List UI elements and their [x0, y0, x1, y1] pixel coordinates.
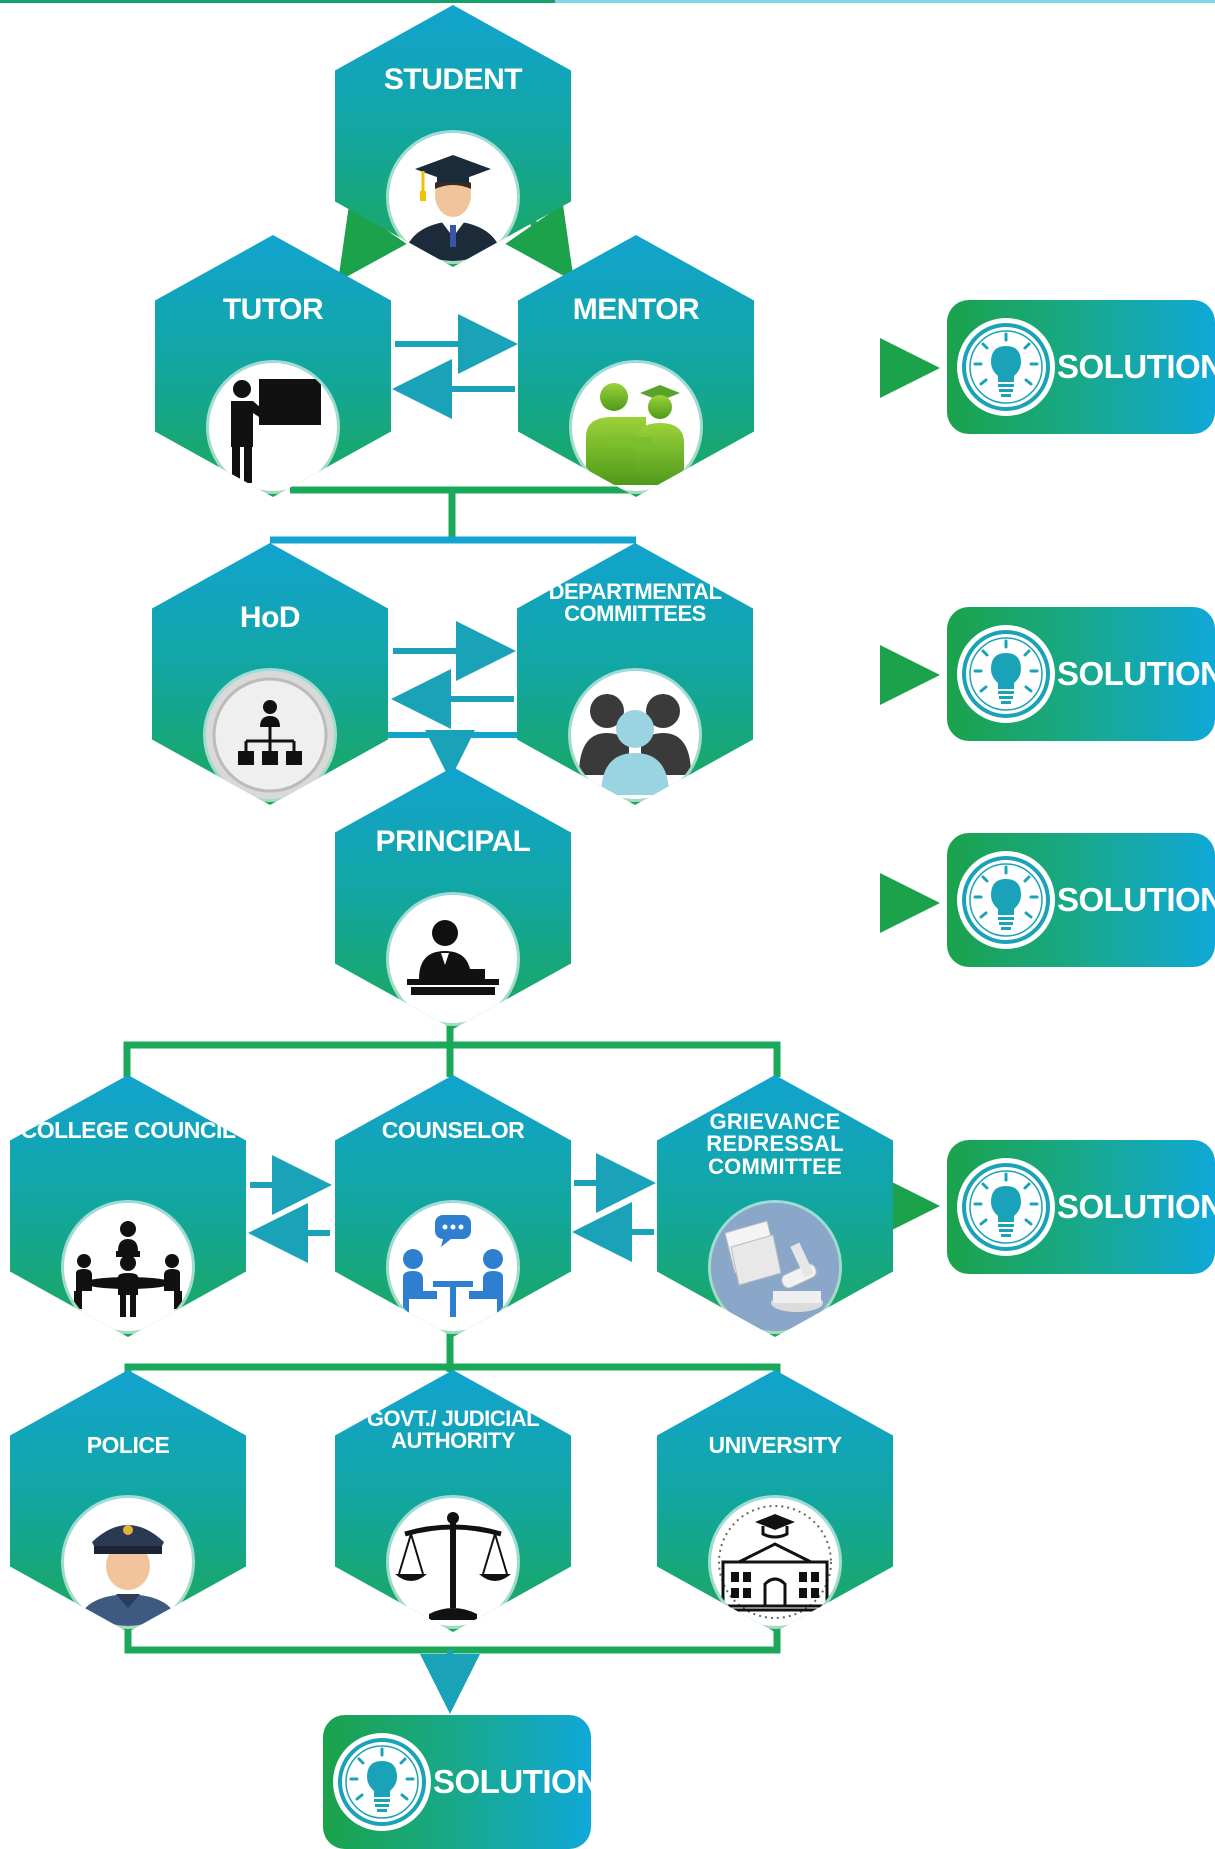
node-label: TUTOR [222, 293, 324, 326]
justice-scale-icon [389, 1498, 517, 1626]
node-label: COLLEGE COUNCIL [20, 1117, 236, 1143]
hierarchy-icon [206, 671, 334, 799]
node-label: PRINCIPAL [375, 825, 531, 858]
arrow-student-mentor [505, 204, 574, 282]
node-label: MENTOR [572, 293, 700, 326]
node-label: GOVT./ JUDICIAL AUTHORITY [366, 1406, 540, 1454]
node-label: HoD [239, 601, 301, 634]
gavel-icon [711, 1203, 839, 1331]
solution-label: SOLUTION [1057, 348, 1215, 385]
top-accent-bar [0, 0, 1215, 3]
node-label: UNIVERSITY [708, 1432, 842, 1458]
node-label: DEPARTMENTAL COMMITTEES [548, 579, 722, 627]
node-departmental-committees: DEPARTMENTAL COMMITTEES [517, 543, 753, 805]
node-principal: PRINCIPAL [335, 767, 571, 1029]
solution-box: SOLUTION [323, 1715, 600, 1849]
lightbulb-icon [957, 851, 1055, 949]
solution-box: SOLUTION [947, 300, 1215, 434]
meeting-table-icon [64, 1203, 192, 1331]
lightbulb-icon [957, 1158, 1055, 1256]
police-officer-icon [64, 1498, 192, 1626]
node-hod: HoD [152, 543, 388, 805]
teacher-board-icon [209, 363, 337, 491]
desk-official-icon [389, 895, 517, 1023]
solution-label: SOLUTION [1057, 881, 1215, 918]
lightbulb-icon [957, 625, 1055, 723]
solution-box: SOLUTION [947, 833, 1215, 967]
node-label: COUNSELOR [381, 1117, 525, 1143]
counseling-icon [389, 1203, 517, 1331]
node-label: GRIEVANCE REDRESSAL COMMITTEE [706, 1109, 844, 1179]
lightbulb-icon [333, 1733, 431, 1831]
mentor-icon [572, 363, 700, 491]
node-label: POLICE [86, 1432, 170, 1458]
solution-box: SOLUTION [947, 1140, 1215, 1274]
lightbulb-icon [957, 318, 1055, 416]
group-icon [571, 671, 699, 799]
arrow-student-tutor [338, 204, 407, 282]
graduate-icon [389, 133, 517, 261]
solution-label: SOLUTION [1057, 655, 1215, 692]
solution-label: SOLUTION [1057, 1188, 1215, 1225]
solution-label: SOLUTION [433, 1763, 600, 1800]
node-label: STUDENT [383, 63, 523, 96]
solution-box: SOLUTION [947, 607, 1215, 741]
university-building-icon [711, 1498, 839, 1626]
